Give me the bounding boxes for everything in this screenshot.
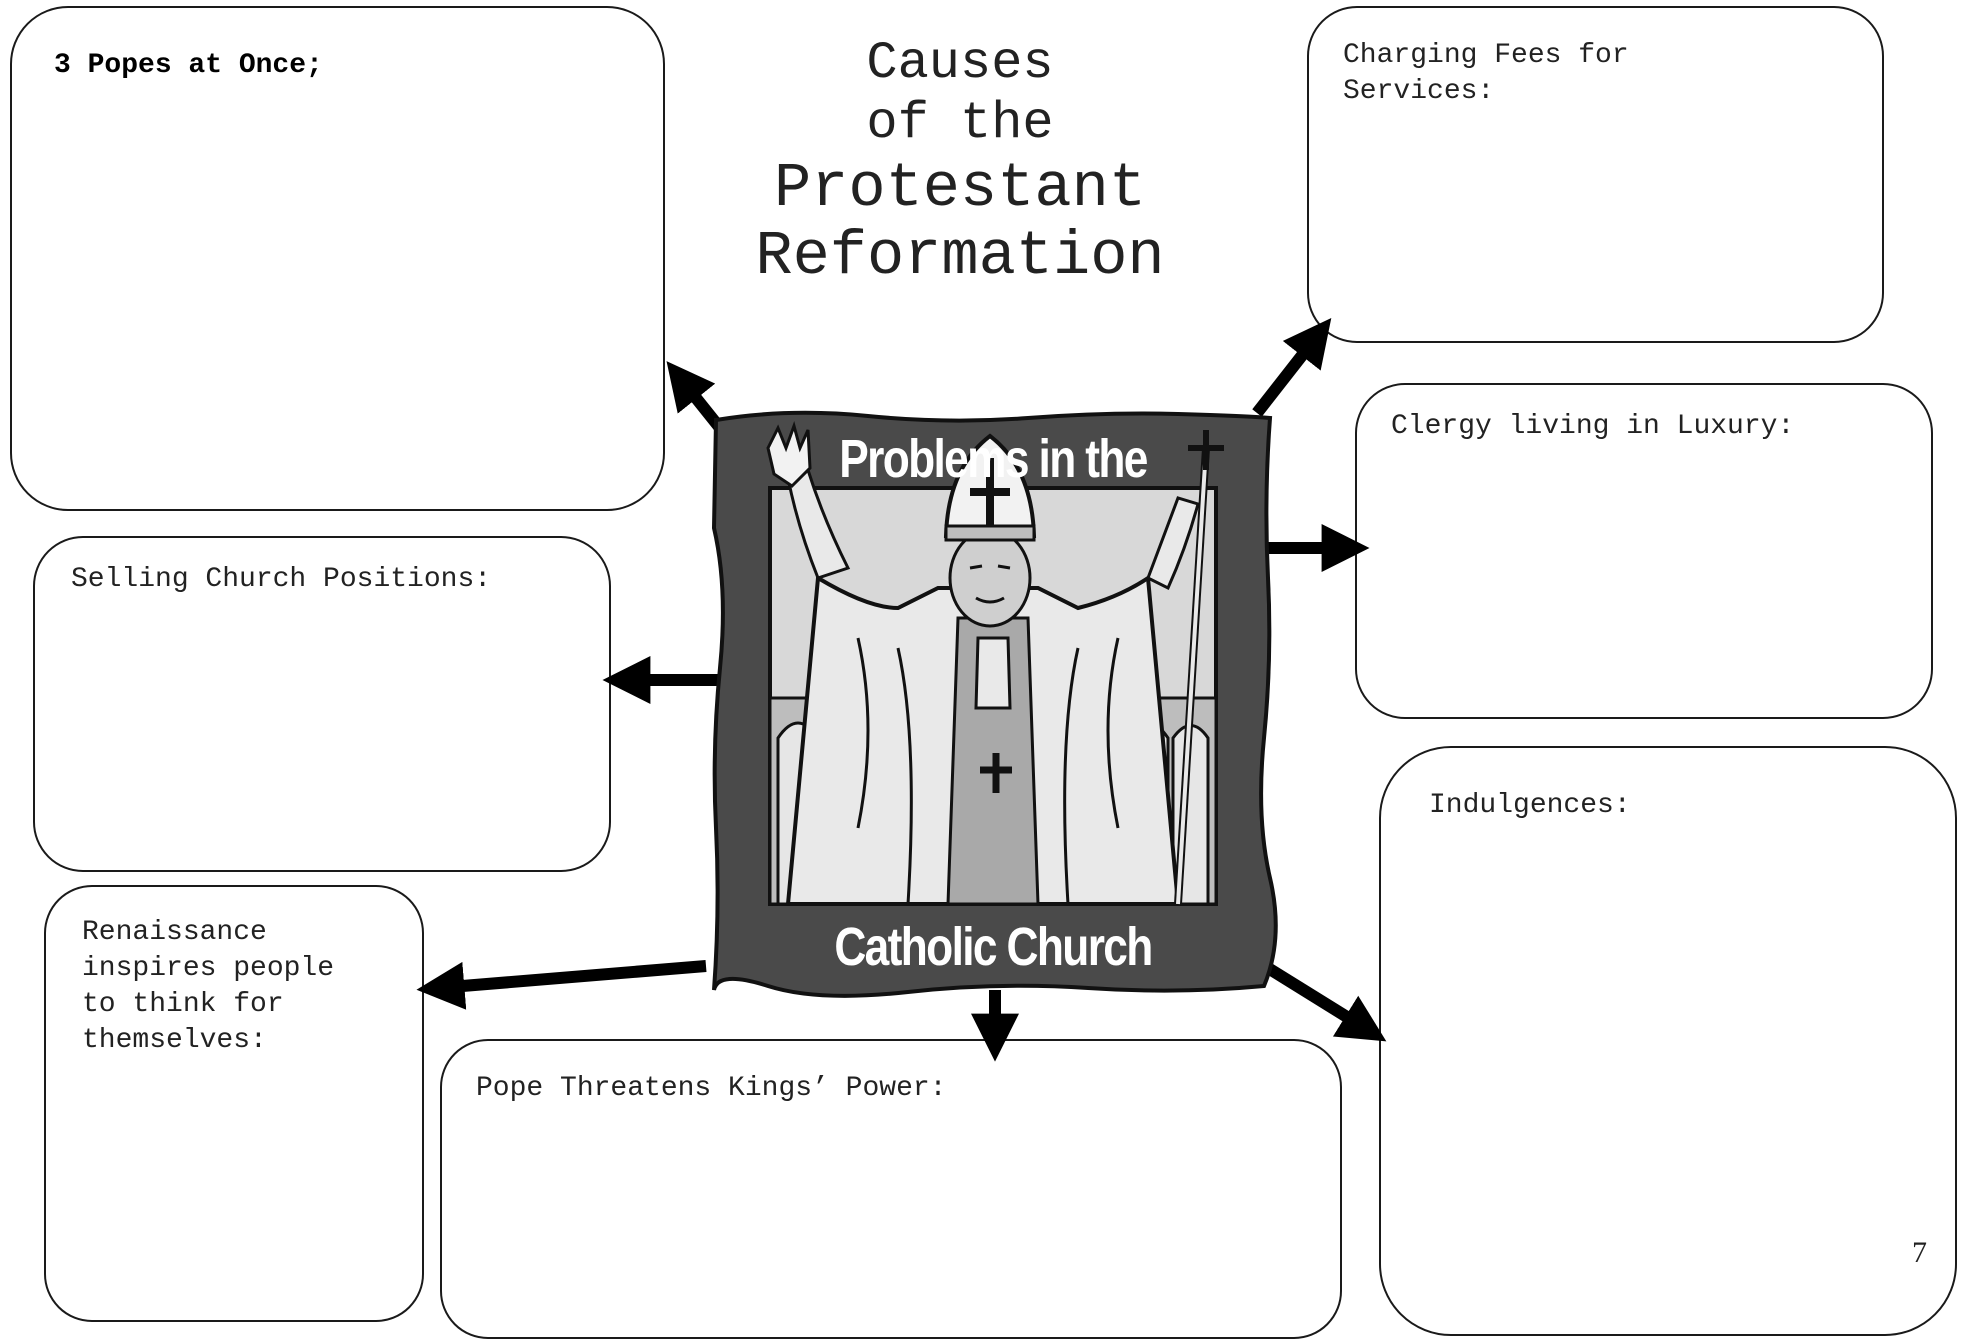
page-number: 7 <box>1912 1236 1927 1269</box>
caption-top: Problems in the <box>839 429 1148 489</box>
box-renaissance[interactable]: Renaissance inspires people to think for… <box>44 885 424 1322</box>
caption-bottom: Catholic Church <box>834 917 1153 977</box>
box-fees[interactable]: Charging Fees for Services: <box>1307 6 1884 343</box>
title-line-4: Reformation <box>755 221 1165 292</box>
title-line-1: Causes <box>866 34 1054 93</box>
box-kings-power-label: Pope Threatens Kings’ Power: <box>476 1073 947 1104</box>
box-indulgences-label: Indulgences: <box>1429 790 1631 821</box>
box-fees-label: Charging Fees for Services: <box>1343 40 1629 107</box>
box-indulgences[interactable]: Indulgences: <box>1379 746 1957 1336</box>
title-line-2: of the <box>866 94 1054 153</box>
center-illustration: Problems in the Catholic Church <box>708 408 1278 998</box>
arrow-to-renaissance <box>416 960 707 1010</box>
box-selling-positions-label: Selling Church Positions: <box>71 564 492 595</box>
box-three-popes-label: 3 Popes at Once; <box>54 50 323 81</box>
title-line-3: Protestant <box>773 153 1147 224</box>
worksheet-title: Causes of the Protestant Reformation <box>700 38 1220 294</box>
box-three-popes[interactable]: 3 Popes at Once; <box>10 6 665 511</box>
box-luxury[interactable]: Clergy living in Luxury: <box>1355 383 1933 719</box>
box-selling-positions[interactable]: Selling Church Positions: <box>33 536 611 872</box>
pope-illustration-icon <box>711 410 1278 998</box>
arrow-to-fees <box>1252 317 1332 417</box>
arrow-to-indulgences <box>1264 962 1387 1042</box>
box-renaissance-label: Renaissance inspires people to think for… <box>82 917 335 1056</box>
box-kings-power[interactable]: Pope Threatens Kings’ Power: <box>440 1039 1342 1339</box>
box-luxury-label: Clergy living in Luxury: <box>1391 411 1795 442</box>
